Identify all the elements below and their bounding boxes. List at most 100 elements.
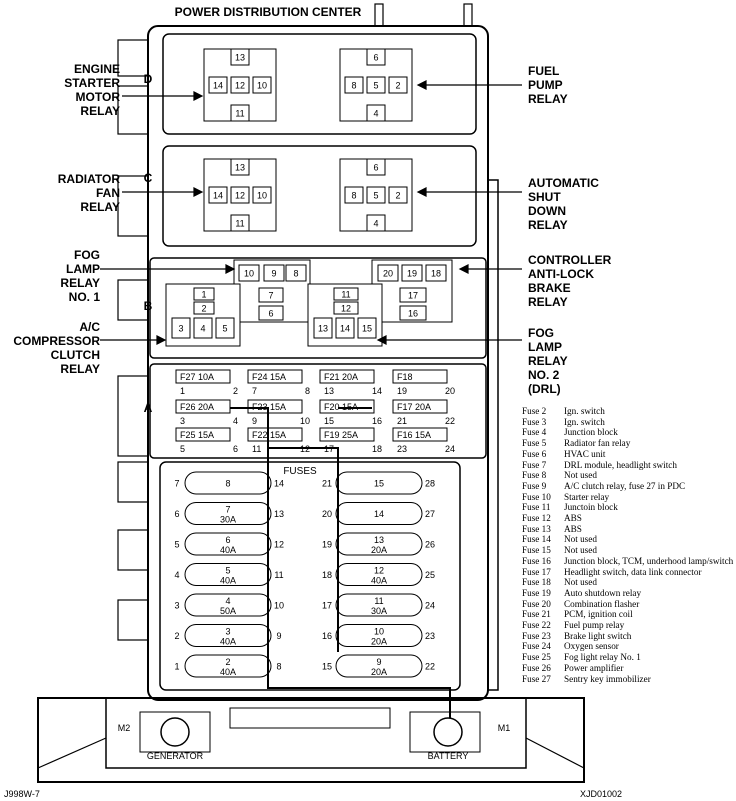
legend-row: Fuse 6 HVAC unit <box>522 449 734 460</box>
legend-desc: Junctoin block <box>564 502 618 513</box>
relay-pin: 10 <box>257 81 267 91</box>
label-line: LAMP <box>528 340 562 354</box>
pin-box <box>399 305 427 321</box>
label-line: COMPRESSOR <box>13 334 100 348</box>
legend-desc: HVAC unit <box>564 448 606 459</box>
a-fuse-pin-right: 8 <box>305 386 310 396</box>
pin-box <box>357 317 377 339</box>
maxi-fuse-number: 4 <box>225 596 230 606</box>
maxi-fuse-pin-right: 28 <box>425 479 435 489</box>
legend-desc: Junction block <box>564 427 618 438</box>
pin-box <box>366 48 386 66</box>
pin-box <box>335 317 355 339</box>
m1-label: M1 <box>498 723 511 733</box>
footer-left: J998W-7 <box>4 789 40 799</box>
legend-desc: Not used <box>564 534 597 545</box>
maxi-fuse-pin-right: 11 <box>274 570 283 580</box>
maxi-fuse-number: 3 <box>225 627 230 637</box>
maxi-fuse-body <box>335 624 423 647</box>
legend-fuse: Fuse 9 <box>522 480 547 491</box>
maxi-fuse-pin-right: 24 <box>425 601 435 611</box>
relay-pin: 15 <box>362 324 372 334</box>
pin-box <box>258 305 284 321</box>
maxi-fuse-pin-left: 7 <box>174 479 179 489</box>
maxi-fuse-number: 5 <box>225 566 230 576</box>
pin-box <box>425 264 447 282</box>
pin-box <box>366 186 386 204</box>
maxi-fuse-pin-left: 21 <box>322 479 332 489</box>
relay-pin: 12 <box>235 191 245 201</box>
maxi-fuse-rating: 20A <box>371 545 387 555</box>
label-line: LAMP <box>66 262 100 276</box>
a-fuse-pin-left: 9 <box>252 416 257 426</box>
pin-box <box>258 287 284 303</box>
maxi-fuse-pin-left: 4 <box>174 570 179 580</box>
relay-pin: 16 <box>408 309 418 319</box>
maxi-fuse-pin-right: 27 <box>425 509 435 519</box>
label-line: BRAKE <box>528 281 571 295</box>
generator-terminal <box>160 717 190 747</box>
maxi-fuse-pin-left: 20 <box>322 509 332 519</box>
pin-box <box>377 264 399 282</box>
legend-desc: Brake light switch <box>564 630 632 641</box>
maxi-fuse-body <box>184 471 272 495</box>
maxi-fuse-pin-left: 6 <box>174 509 179 519</box>
pin-box <box>208 76 228 94</box>
maxi-fuse-number: 9 <box>376 657 381 667</box>
relay-pin: 10 <box>257 191 267 201</box>
label-line: RADIATOR <box>57 172 120 186</box>
maxi-fuse-rating: 50A <box>220 606 236 616</box>
maxi-fuse-body <box>335 593 423 617</box>
a-fuse-pin-left: 23 <box>397 444 407 454</box>
legend-fuse: Fuse 11 <box>522 502 551 513</box>
relay-pin: 2 <box>395 81 400 91</box>
maxi-fuse-rating: 20A <box>371 637 387 647</box>
a-fuse-label: F24 15A <box>252 372 286 382</box>
maxi-fuse-body <box>184 502 272 525</box>
legend-fuse: Fuse 25 <box>522 652 551 663</box>
a-fuse-pin-right: 24 <box>445 444 455 454</box>
pin-box <box>313 317 333 339</box>
legend-desc: DRL module, headlight switch <box>564 459 677 470</box>
maxi-fuse-number: 8 <box>225 479 230 489</box>
maxi-fuse-body <box>184 624 272 647</box>
relay-pin: 4 <box>373 109 378 119</box>
section-c-block <box>162 145 477 247</box>
legend-fuse: Fuse 15 <box>522 545 551 556</box>
diagram-title: POWER DISTRIBUTION CENTER <box>175 5 362 19</box>
pin-box <box>230 214 250 232</box>
relay-pin: 12 <box>235 81 245 91</box>
label-line: ANTI-LOCK <box>528 267 594 281</box>
pin-box <box>366 76 386 94</box>
maxi-fuse-body <box>184 532 272 556</box>
a-fuse-label: F23 15A <box>252 402 286 412</box>
maxi-fuse-pin-left: 15 <box>322 662 332 672</box>
legend-fuse: Fuse 10 <box>522 491 551 502</box>
label-line: CLUTCH <box>50 348 100 362</box>
label-line: STARTER <box>64 76 120 90</box>
legend-row: Fuse 11 Junctoin block <box>522 502 734 513</box>
pin-box <box>171 317 191 339</box>
legend-fuse: Fuse 6 <box>522 448 547 459</box>
relay-pin: 13 <box>235 53 245 63</box>
left-side-tabs <box>117 39 149 641</box>
legend-fuse: Fuse 26 <box>522 662 551 673</box>
legend-desc: Auto shutdown relay <box>564 587 642 598</box>
